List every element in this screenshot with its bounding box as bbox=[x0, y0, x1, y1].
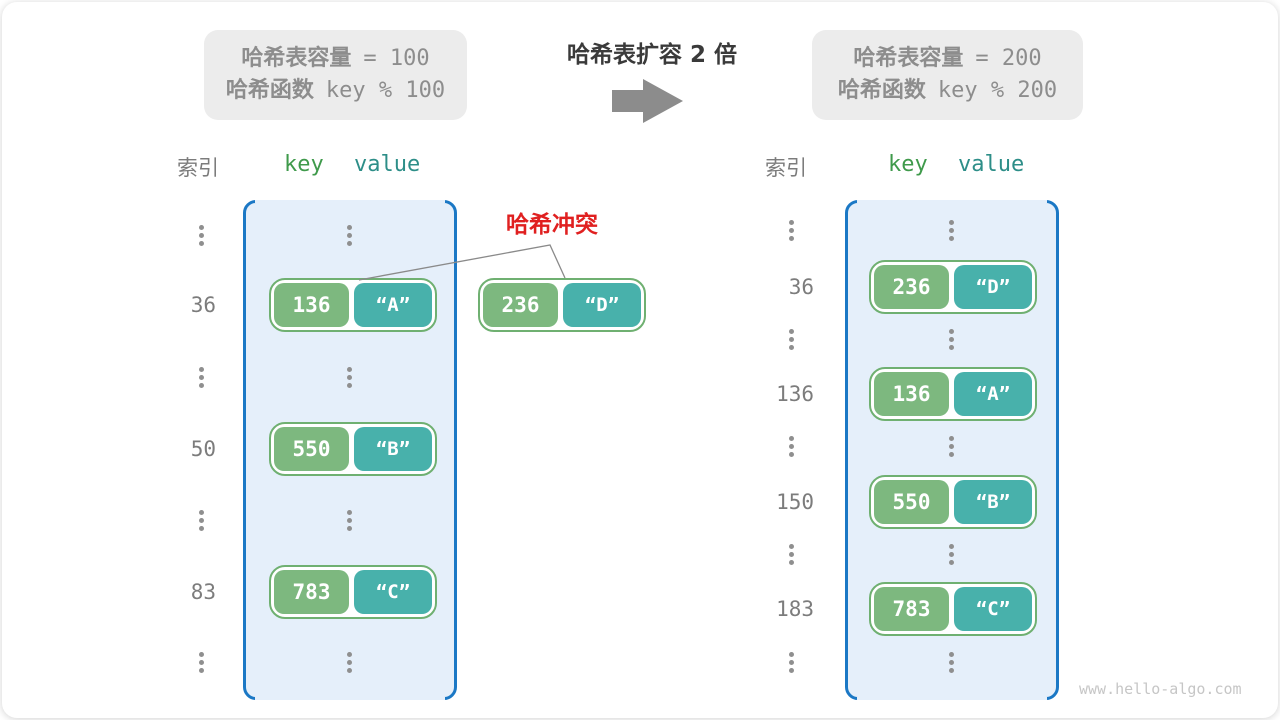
right-index-label: 36 bbox=[788, 275, 814, 299]
right-index-label: 150 bbox=[776, 490, 814, 514]
pair-value: “A” bbox=[954, 372, 1032, 416]
right-index-header: 索引 bbox=[765, 156, 807, 180]
vertical-ellipsis-icon bbox=[199, 510, 204, 515]
old-hash-fn-line: 哈希函数 key % 100 bbox=[226, 78, 445, 104]
vertical-ellipsis-icon bbox=[199, 225, 204, 230]
kv-pair: 783 “C” bbox=[869, 582, 1037, 636]
pair-key: 136 bbox=[274, 283, 350, 327]
vertical-ellipsis-icon bbox=[789, 220, 794, 225]
left-value-header: value bbox=[354, 152, 421, 177]
vertical-ellipsis-icon bbox=[347, 225, 352, 230]
old-hash-fn-label: 哈希函数 bbox=[225, 78, 314, 103]
right-index-label: 136 bbox=[776, 382, 814, 406]
pair-key: 236 bbox=[874, 265, 950, 309]
vertical-ellipsis-icon bbox=[949, 436, 954, 441]
left-index-label: 36 bbox=[190, 293, 216, 317]
right-key-header: key bbox=[888, 152, 928, 177]
left-index-label: 50 bbox=[190, 437, 216, 461]
new-capacity-label: 哈希表容量 bbox=[853, 46, 964, 71]
old-capacity-value: = 100 bbox=[363, 46, 430, 71]
old-capacity-line: 哈希表容量 = 100 bbox=[241, 46, 429, 72]
right-index-label: 183 bbox=[776, 597, 814, 621]
left-index-label: 83 bbox=[190, 580, 216, 604]
pair-value: “D” bbox=[954, 265, 1032, 309]
vertical-ellipsis-icon bbox=[347, 652, 352, 657]
vertical-ellipsis-icon bbox=[347, 367, 352, 372]
kv-pair: 236 “D” bbox=[869, 260, 1037, 314]
pair-value: “C” bbox=[954, 587, 1032, 631]
vertical-ellipsis-icon bbox=[789, 329, 794, 334]
vertical-ellipsis-icon bbox=[949, 220, 954, 225]
pair-value: “A” bbox=[354, 283, 432, 327]
kv-pair: 783 “C” bbox=[269, 565, 437, 619]
old-capacity-box: 哈希表容量 = 100 哈希函数 key % 100 bbox=[204, 30, 467, 120]
vertical-ellipsis-icon bbox=[949, 544, 954, 549]
kv-pair-colliding: 236 “D” bbox=[478, 278, 646, 332]
pair-value: “B” bbox=[354, 427, 432, 471]
vertical-ellipsis-icon bbox=[789, 544, 794, 549]
left-key-header: key bbox=[284, 152, 324, 177]
new-hash-fn-line: 哈希函数 key % 200 bbox=[838, 78, 1057, 104]
figure-title: 哈希表扩容 2 倍 bbox=[566, 42, 738, 68]
pair-key: 236 bbox=[483, 283, 559, 327]
new-capacity-value: = 200 bbox=[975, 46, 1042, 71]
arrow-body bbox=[612, 90, 644, 112]
new-hash-fn-label: 哈希函数 bbox=[837, 78, 926, 103]
new-capacity-box: 哈希表容量 = 200 哈希函数 key % 200 bbox=[812, 30, 1083, 120]
new-capacity-line: 哈希表容量 = 200 bbox=[853, 46, 1041, 72]
pair-value: “D” bbox=[563, 283, 641, 327]
new-hash-fn-value: key % 200 bbox=[937, 78, 1058, 103]
old-hash-fn-value: key % 100 bbox=[325, 78, 446, 103]
vertical-ellipsis-icon bbox=[789, 436, 794, 441]
kv-pair: 136 “A” bbox=[869, 367, 1037, 421]
pair-value: “C” bbox=[354, 570, 432, 614]
vertical-ellipsis-icon bbox=[949, 329, 954, 334]
watermark: www.hello-algo.com bbox=[1079, 680, 1242, 698]
old-capacity-label: 哈希表容量 bbox=[241, 46, 352, 71]
collision-label: 哈希冲突 bbox=[506, 212, 598, 238]
vertical-ellipsis-icon bbox=[199, 652, 204, 657]
pair-key: 550 bbox=[874, 480, 950, 524]
left-index-header: 索引 bbox=[177, 156, 219, 180]
vertical-ellipsis-icon bbox=[949, 652, 954, 657]
arrow-head bbox=[643, 79, 683, 123]
pair-key: 136 bbox=[874, 372, 950, 416]
pair-value: “B” bbox=[954, 480, 1032, 524]
vertical-ellipsis-icon bbox=[347, 510, 352, 515]
arrow-right-icon bbox=[612, 79, 683, 123]
pair-key: 550 bbox=[274, 427, 350, 471]
kv-pair: 550 “B” bbox=[269, 422, 437, 476]
kv-pair: 136 “A” bbox=[269, 278, 437, 332]
pair-key: 783 bbox=[874, 587, 950, 631]
vertical-ellipsis-icon bbox=[199, 367, 204, 372]
vertical-ellipsis-icon bbox=[789, 652, 794, 657]
right-value-header: value bbox=[958, 152, 1025, 177]
kv-pair: 550 “B” bbox=[869, 475, 1037, 529]
pair-key: 783 bbox=[274, 570, 350, 614]
